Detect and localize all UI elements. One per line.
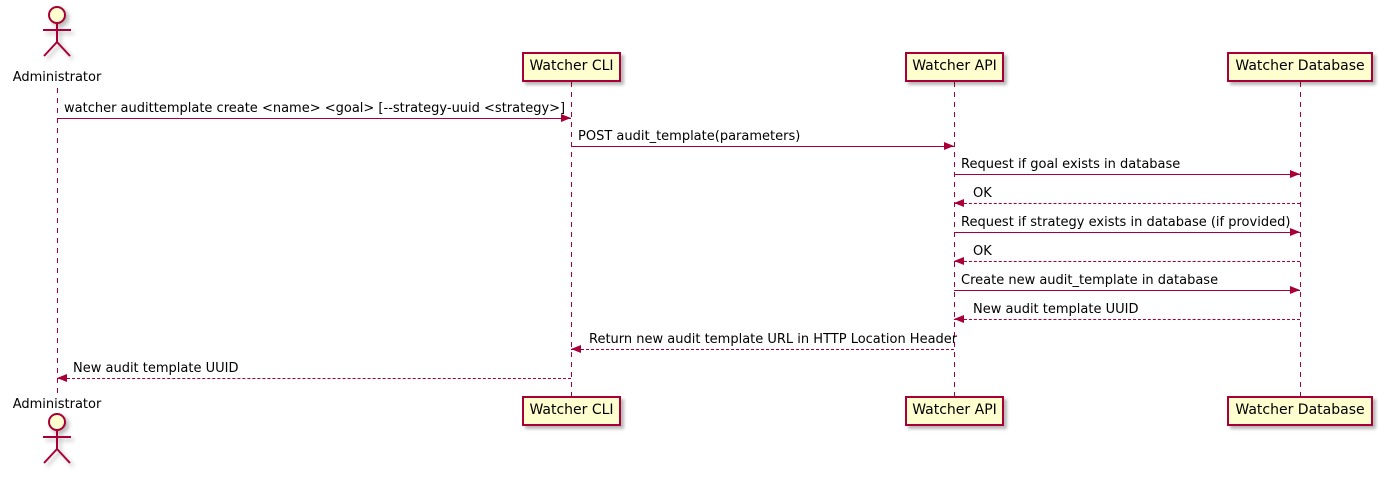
actor-icon-bottom: [43, 413, 71, 464]
arrowhead-icon: [954, 315, 964, 323]
message-label: New audit template UUID: [973, 302, 1139, 317]
participant-watcher-api-bottom: Watcher API: [905, 396, 1004, 426]
message-arrow: [954, 257, 1300, 265]
message-label: New audit template UUID: [73, 361, 239, 376]
lifeline-administrator: [57, 88, 58, 397]
lifeline-watcher-cli: [571, 82, 572, 397]
actor-icon-top: [43, 6, 71, 57]
message-arrow: [57, 114, 571, 122]
lifeline-watcher-api: [954, 82, 955, 397]
arrowhead-icon: [1290, 228, 1300, 236]
message-arrow: [57, 374, 571, 382]
message-label: Return new audit template URL in HTTP Lo…: [589, 332, 958, 347]
message-arrow: [571, 345, 954, 353]
participant-watcher-database-top: Watcher Database: [1227, 52, 1373, 82]
participant-watcher-api-top: Watcher API: [905, 52, 1004, 82]
arrowhead-icon: [954, 199, 964, 207]
lifeline-watcher-database: [1300, 82, 1301, 397]
message-label: POST audit_template(parameters): [578, 129, 801, 144]
actor-label-top: Administrator: [12, 70, 102, 85]
arrowhead-icon: [1290, 170, 1300, 178]
message-label: Request if goal exists in database: [961, 157, 1181, 172]
arrowhead-icon: [954, 257, 964, 265]
arrowhead-icon: [571, 345, 581, 353]
message-arrow: [954, 199, 1300, 207]
message-label: OK: [973, 244, 992, 259]
actor-label-bottom: Administrator: [12, 397, 102, 412]
arrowhead-icon: [561, 114, 571, 122]
message-label: Create new audit_template in database: [961, 273, 1219, 288]
message-label: watcher audittemplate create <name> <goa…: [64, 101, 566, 116]
message-arrow: [954, 315, 1300, 323]
participant-watcher-database-bottom: Watcher Database: [1227, 396, 1373, 426]
arrowhead-icon: [1290, 286, 1300, 294]
message-label: OK: [973, 186, 992, 201]
message-label: Request if strategy exists in database (…: [961, 215, 1291, 230]
arrowhead-icon: [944, 142, 954, 150]
participant-watcher-cli-bottom: Watcher CLI: [522, 396, 621, 426]
message-arrow: [954, 170, 1300, 178]
message-arrow: [571, 142, 954, 150]
participant-watcher-cli-top: Watcher CLI: [522, 52, 621, 82]
message-arrow: [954, 228, 1300, 236]
message-arrow: [954, 286, 1300, 294]
arrowhead-icon: [57, 374, 67, 382]
